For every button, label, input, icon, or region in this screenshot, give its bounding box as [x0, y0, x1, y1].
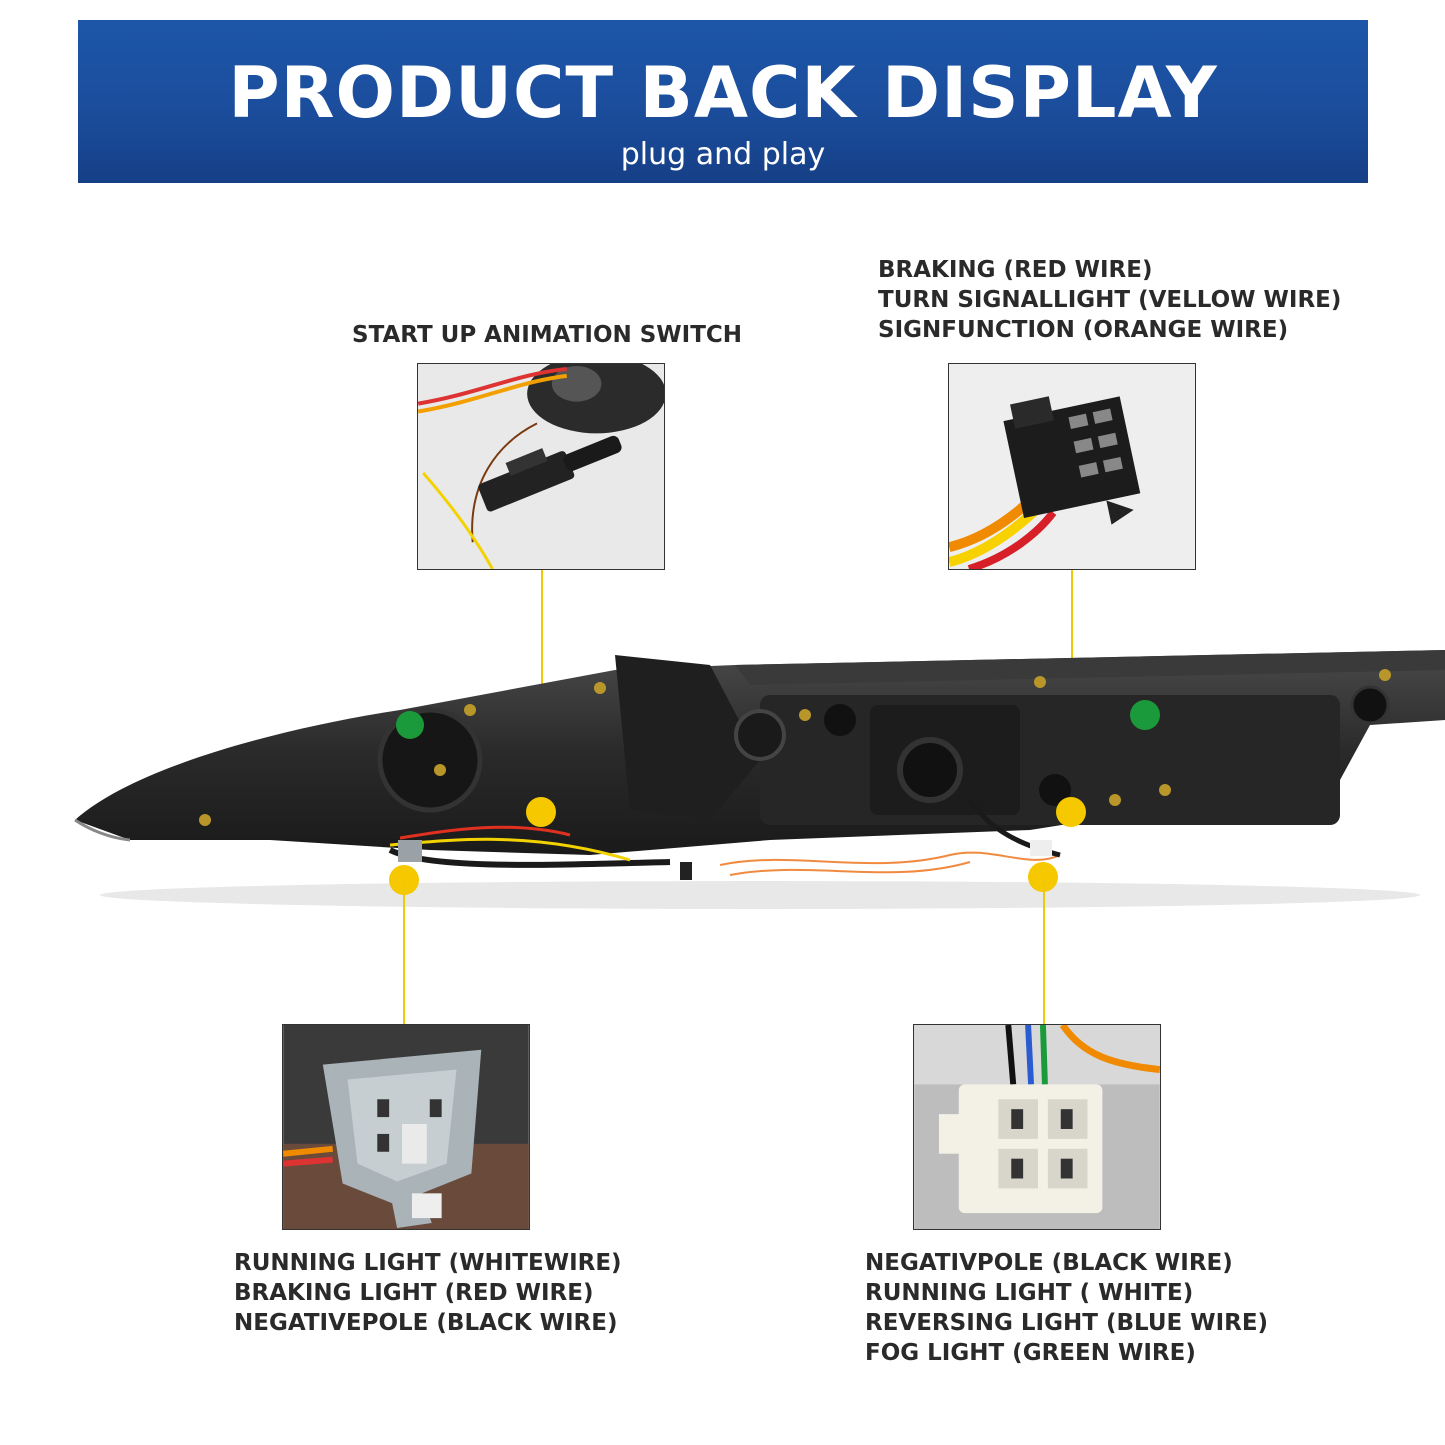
label-line: TURN SIGNALLIGHT (VELLOW WIRE) [878, 287, 1342, 313]
label-line: SIGNFUNCTION (ORANGE WIRE) [878, 317, 1289, 343]
black-socket-photo [948, 363, 1196, 570]
label-line: START UP ANIMATION SWITCH [352, 322, 743, 348]
tail-light-back-photo [70, 640, 1445, 930]
label-line: BRAKING LIGHT (RED WIRE) [234, 1280, 594, 1306]
label-line: RUNNING LIGHT (WHITEWIRE) [234, 1250, 622, 1276]
label-line: BRAKING (RED WIRE) [878, 257, 1153, 283]
switch-connector-photo [417, 363, 665, 570]
leader-line [1043, 877, 1045, 1024]
label-running-braking-left: RUNNING LIGHT (WHITEWIRE) BRAKING LIGHT … [234, 1248, 622, 1338]
header-banner: PRODUCT BACK DISPLAY plug and play [78, 20, 1368, 183]
marker-dot [1056, 797, 1086, 827]
banner-title: PRODUCT BACK DISPLAY [228, 52, 1218, 134]
grey-plug-icon [283, 1025, 529, 1229]
leader-line [403, 880, 405, 1024]
white-socket-icon [914, 1025, 1160, 1229]
tail-light-icon [74, 650, 1445, 909]
grey-triangle-plug-photo [282, 1024, 530, 1230]
label-line: REVERSING LIGHT (BLUE WIRE) [865, 1310, 1269, 1336]
label-start-up-switch: START UP ANIMATION SWITCH [352, 320, 742, 350]
label-line: NEGATIVPOLE (BLACK WIRE) [865, 1250, 1233, 1276]
marker-dot [526, 797, 556, 827]
label-braking-turn-signal: BRAKING (RED WIRE) TURN SIGNALLIGHT (VEL… [878, 255, 1341, 345]
label-line: NEGATIVEPOLE (BLACK WIRE) [234, 1310, 618, 1336]
label-line: RUNNING LIGHT ( WHITE) [865, 1280, 1194, 1306]
banner-subtitle: plug and play [620, 137, 826, 172]
black-socket-icon [949, 364, 1195, 569]
switch-connector-icon [418, 364, 664, 569]
white-socket-photo [913, 1024, 1161, 1230]
label-line: FOG LIGHT (GREEN WIRE) [865, 1340, 1196, 1366]
label-negative-running-right: NEGATIVPOLE (BLACK WIRE) RUNNING LIGHT (… [865, 1248, 1268, 1368]
